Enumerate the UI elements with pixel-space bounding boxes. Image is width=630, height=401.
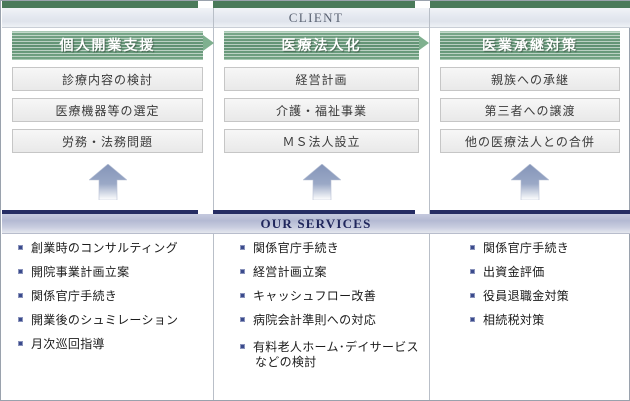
column-3-item: 他の医療法人との合併 bbox=[440, 129, 620, 153]
list-item: 役員退職金対策 bbox=[470, 289, 630, 304]
column-divider-2 bbox=[429, 8, 430, 400]
up-arrow-icon bbox=[302, 164, 341, 200]
list-item-label: 開業後のシュミレーション bbox=[31, 313, 179, 327]
column-1-header-label: 個人開業支援 bbox=[59, 37, 156, 53]
column-2-header: 医療法人化 bbox=[224, 31, 419, 60]
client-band-label: CLIENT bbox=[288, 10, 344, 25]
services-band: OUR SERVICES bbox=[2, 214, 630, 234]
column-2-item: 経営計画 bbox=[224, 67, 419, 91]
square-bullet-icon bbox=[240, 317, 245, 322]
column-3-item-list: 親族への承継 第三者への譲渡 他の医療法人との合併 bbox=[440, 67, 620, 153]
column-1-arrow-area bbox=[2, 160, 213, 202]
chevron-right-icon bbox=[418, 35, 429, 51]
square-bullet-icon bbox=[470, 269, 475, 274]
list-item: 関係官庁手続き bbox=[18, 289, 213, 304]
column-1: 個人開業支援 診療内容の検討 医療機器等の選定 労務・法務問題 bbox=[2, 28, 213, 202]
list-item: 開院事業計画立案 bbox=[18, 265, 213, 280]
list-item: 相続税対策 bbox=[470, 313, 630, 328]
services-accent-bar-column-1 bbox=[2, 210, 198, 214]
list-item-label: 関係官庁手続き bbox=[483, 241, 570, 255]
top-accent-bar-column-1 bbox=[2, 1, 198, 8]
square-bullet-icon bbox=[240, 344, 245, 349]
services-column-1: 創業時のコンサルティング 開院事業計画立案 関係官庁手続き 開業後のシュミレーシ… bbox=[2, 241, 213, 361]
column-1-item: 労務・法務問題 bbox=[12, 129, 203, 153]
square-bullet-icon bbox=[240, 245, 245, 250]
column-1-item: 医療機器等の選定 bbox=[12, 98, 203, 122]
square-bullet-icon bbox=[470, 317, 475, 322]
column-2: 医療法人化 経営計画 介護・福祉事業 ＭＳ法人設立 bbox=[214, 28, 429, 202]
column-3-item: 第三者への譲渡 bbox=[440, 98, 620, 122]
column-3-header: 医業承継対策 bbox=[440, 31, 620, 60]
square-bullet-icon bbox=[18, 269, 23, 274]
list-item-label: 経営計画立案 bbox=[253, 265, 327, 279]
column-3-arrow-area bbox=[430, 160, 630, 202]
column-1-header: 個人開業支援 bbox=[12, 31, 203, 60]
list-item-label: 役員退職金対策 bbox=[483, 289, 570, 303]
list-item-label: 有料老人ホーム･デイサービス bbox=[253, 340, 419, 354]
list-item-label: 月次巡回指導 bbox=[31, 337, 105, 351]
list-item-label: 関係官庁手続き bbox=[253, 241, 340, 255]
list-item-label: 開院事業計画立案 bbox=[31, 265, 130, 279]
square-bullet-icon bbox=[470, 245, 475, 250]
column-3: 医業承継対策 親族への承継 第三者への譲渡 他の医療法人との合併 bbox=[430, 28, 630, 202]
services-column-3: 関係官庁手続き 出資金評価 役員退職金対策 相続税対策 bbox=[430, 241, 630, 337]
services-accent-bar-column-3 bbox=[430, 210, 630, 214]
list-item: 月次巡回指導 bbox=[18, 337, 213, 352]
column-divider-1 bbox=[213, 8, 214, 400]
list-item: 創業時のコンサルティング bbox=[18, 241, 213, 256]
column-2-arrow-area bbox=[214, 160, 429, 202]
list-item: 出資金評価 bbox=[470, 265, 630, 280]
column-2-item: 介護・福祉事業 bbox=[224, 98, 419, 122]
square-bullet-icon bbox=[18, 341, 23, 346]
chevron-right-icon bbox=[203, 35, 214, 51]
column-1-item: 診療内容の検討 bbox=[12, 67, 203, 91]
services-column-2: 関係官庁手続き 経営計画立案 キャッシュフロー改善 病院会計準則への対応 有料老… bbox=[214, 241, 429, 379]
up-arrow-icon bbox=[511, 164, 549, 200]
column-3-item: 親族への承継 bbox=[440, 67, 620, 91]
list-item-label: キャッシュフロー改善 bbox=[253, 289, 377, 303]
list-item: 経営計画立案 bbox=[240, 265, 429, 280]
square-bullet-icon bbox=[240, 269, 245, 274]
up-arrow-icon bbox=[88, 164, 127, 200]
square-bullet-icon bbox=[18, 245, 23, 250]
list-item: 病院会計準則への対応 bbox=[240, 313, 429, 328]
services-accent-bar-column-2 bbox=[213, 210, 415, 214]
list-item: 関係官庁手続き bbox=[470, 241, 630, 256]
top-accent-bar-column-2 bbox=[213, 1, 415, 8]
column-3-header-label: 医業承継対策 bbox=[482, 37, 578, 53]
list-item-label: 病院会計準則への対応 bbox=[253, 313, 377, 327]
client-band: CLIENT bbox=[2, 8, 630, 28]
list-item-label: 関係官庁手続き bbox=[31, 289, 118, 303]
column-2-header-label: 医療法人化 bbox=[281, 37, 362, 53]
list-item-label: 出資金評価 bbox=[483, 265, 545, 279]
column-1-item-list: 診療内容の検討 医療機器等の選定 労務・法務問題 bbox=[12, 67, 203, 153]
list-item-label: 創業時のコンサルティング bbox=[31, 241, 178, 255]
list-item: 開業後のシュミレーション bbox=[18, 313, 213, 328]
services-band-label: OUR SERVICES bbox=[260, 216, 372, 231]
square-bullet-icon bbox=[470, 293, 475, 298]
square-bullet-icon bbox=[18, 293, 23, 298]
list-item: キャッシュフロー改善 bbox=[240, 289, 429, 304]
column-2-item-list: 経営計画 介護・福祉事業 ＭＳ法人設立 bbox=[224, 67, 419, 153]
top-accent-bar-column-3 bbox=[430, 1, 630, 8]
list-item: 有料老人ホーム･デイサービスなどの検討 bbox=[240, 340, 429, 370]
square-bullet-icon bbox=[18, 317, 23, 322]
list-item-label-line2: などの検討 bbox=[255, 355, 317, 369]
list-item: 関係官庁手続き bbox=[240, 241, 429, 256]
column-2-item: ＭＳ法人設立 bbox=[224, 129, 419, 153]
square-bullet-icon bbox=[240, 293, 245, 298]
list-item-label: 相続税対策 bbox=[483, 313, 545, 327]
